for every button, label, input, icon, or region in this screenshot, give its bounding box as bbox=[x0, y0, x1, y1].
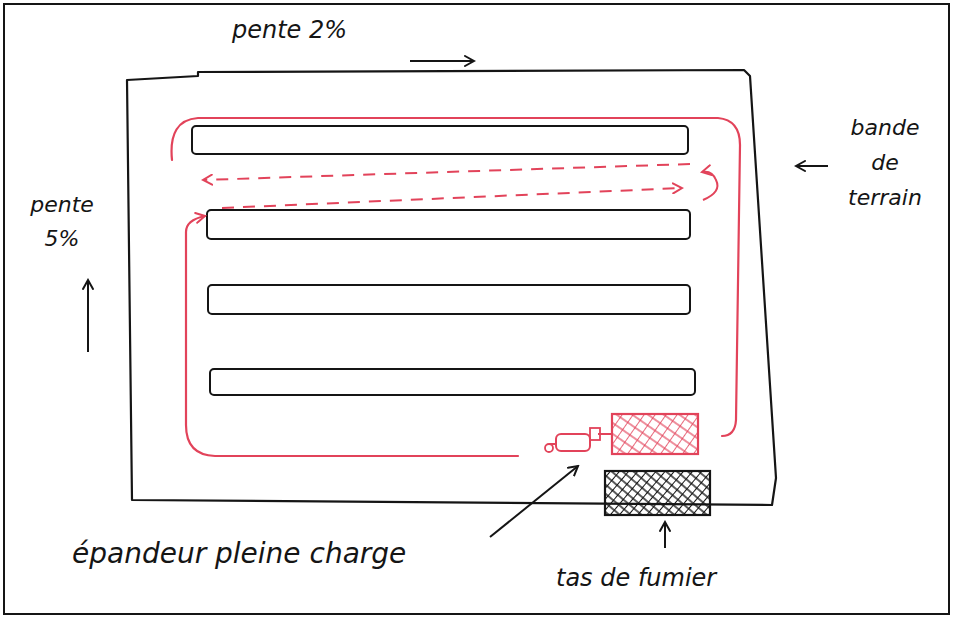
manure-spreader bbox=[545, 414, 698, 454]
field-strip bbox=[192, 126, 688, 154]
field-strip bbox=[208, 285, 690, 314]
slope-arrow bbox=[410, 60, 474, 62]
return-route bbox=[172, 118, 740, 436]
spreader-label: épandeur pleine charge bbox=[72, 536, 512, 572]
frame bbox=[4, 4, 949, 614]
spreading-pass bbox=[222, 188, 682, 208]
pile-label: tas de fumier bbox=[556, 562, 786, 594]
leader-arrow bbox=[796, 165, 828, 167]
leader-arrow bbox=[664, 522, 666, 548]
strip-label: bande de terrain bbox=[835, 110, 935, 215]
field-outline bbox=[127, 70, 776, 505]
slope-label: pente 5% bbox=[22, 188, 102, 256]
spreader-route bbox=[186, 216, 518, 456]
spreading-pass bbox=[203, 164, 690, 180]
slope-arrow bbox=[87, 280, 89, 352]
field-strip bbox=[210, 369, 695, 395]
turn-curl bbox=[702, 172, 717, 200]
manure-pile bbox=[605, 471, 710, 515]
slope-label: pente 2% bbox=[232, 14, 382, 46]
leader-arrow bbox=[490, 466, 578, 537]
field-strip bbox=[207, 210, 690, 239]
